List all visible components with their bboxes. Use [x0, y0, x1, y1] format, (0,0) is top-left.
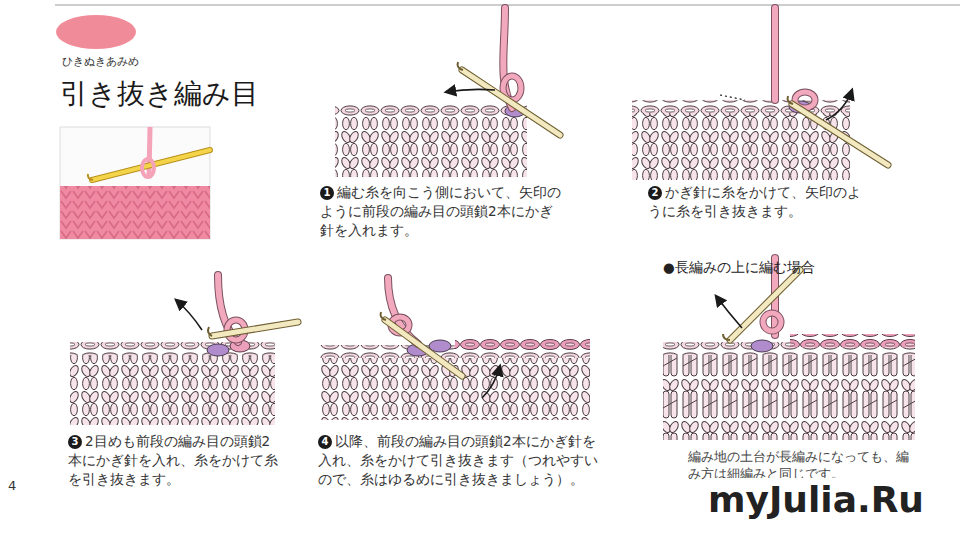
step-text: 編む糸を向こう側において、矢印のように前段の編み目の頭鎖2本にかぎ針を入れます。	[320, 183, 565, 240]
pink-tag	[56, 15, 136, 49]
page-number: 4	[8, 478, 16, 494]
swatch-step-2	[632, 8, 888, 180]
swatch-step-1	[335, 8, 560, 177]
callout-number: 2	[648, 186, 662, 200]
step-text: 2目めも前段の編み目の頭鎖2本にかぎ針を入れ、糸をかけて糸を引き抜きます。	[68, 432, 283, 489]
swatch-step-4	[320, 278, 590, 420]
callout-number: 1	[320, 186, 334, 200]
watermark: myJulia.Ru	[706, 478, 926, 522]
swatch-step-3	[70, 275, 298, 425]
callout-number: 4	[318, 435, 332, 449]
step-text: 以降、前段の編み目の頭鎖2本にかぎ針を入れ、糸をかけて引き抜きます（つれやすいの…	[318, 432, 603, 489]
ruby-text: ひきぬきあみめ	[62, 55, 139, 69]
photo	[60, 127, 210, 239]
swatch-double-crochet	[663, 258, 915, 440]
callout-number: 3	[68, 435, 82, 449]
step-text: かぎ針に糸をかけて、矢印のように糸を引き抜きます。	[648, 183, 863, 221]
page-title: 引き抜き編み目	[60, 78, 259, 110]
note-text: 編み地の土台が長編みになっても、編み方は細編みと同じです。	[688, 448, 913, 482]
section-heading: ●長編みの上に編む場合	[663, 258, 815, 277]
